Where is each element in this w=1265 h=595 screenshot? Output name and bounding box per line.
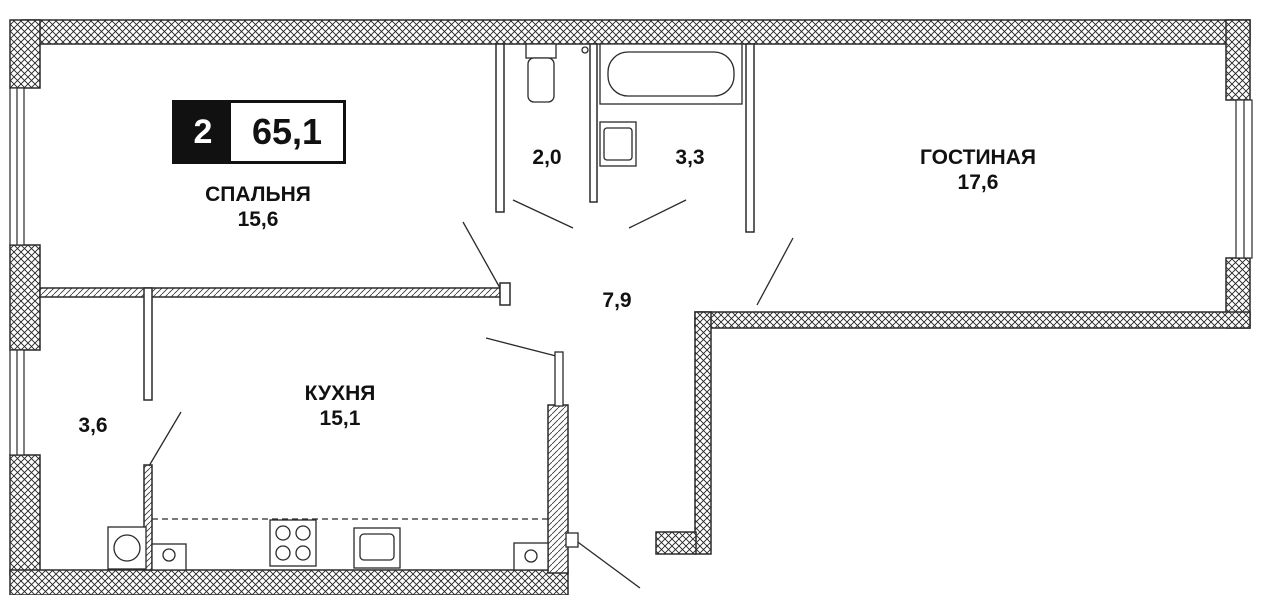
room-name: СПАЛЬНЯ — [205, 183, 311, 206]
wall-left-mid — [9, 244, 41, 351]
wall-entry-stub — [655, 531, 697, 555]
label-kitchen: КУХНЯ 15,1 — [305, 381, 376, 431]
door-bedroom — [462, 221, 501, 289]
door-kitchen — [485, 337, 557, 357]
bathtub-icon — [599, 43, 743, 105]
windows — [9, 87, 1253, 456]
exterior-walls — [9, 19, 1251, 595]
wall-kitchen-right — [547, 404, 569, 574]
total-area: 65,1 — [231, 103, 343, 161]
toilet-icon — [525, 43, 589, 103]
wall-pantry-vertical — [143, 287, 153, 401]
room-area: 7,9 — [602, 289, 632, 312]
room-name: КУХНЯ — [304, 382, 376, 405]
wall-top — [21, 19, 1251, 45]
wall-inner-right — [694, 311, 1251, 329]
label-pantry: 3,6 — [78, 413, 107, 438]
washing-machine-icon — [107, 526, 147, 570]
door-bath — [628, 199, 687, 229]
label-wc: 2,0 — [532, 145, 561, 170]
wall-pantry-lower — [143, 464, 153, 571]
room-area: 15,6 — [237, 208, 279, 231]
wall-right-upper — [1225, 19, 1251, 101]
room-area: 2,0 — [532, 146, 562, 169]
door-living — [756, 237, 794, 306]
room-area: 3,6 — [78, 414, 108, 437]
label-living-room: ГОСТИНАЯ 17,6 — [920, 145, 1036, 195]
boiler-icon — [151, 543, 187, 571]
label-bedroom: СПАЛЬНЯ 15,6 — [205, 182, 311, 232]
apartment-badge: 2 65,1 — [172, 100, 346, 164]
label-bathroom: 3,3 — [675, 145, 704, 170]
wall-left-lower — [9, 454, 41, 576]
room-area: 3,3 — [675, 146, 705, 169]
wall-bedroom-kitchen — [39, 287, 501, 298]
fridge-icon — [513, 542, 549, 571]
label-hallway: 7,9 — [602, 288, 631, 313]
wall-left-upper — [9, 19, 41, 89]
kitchen-sink-icon — [353, 527, 401, 569]
wall-inner-vertical — [694, 311, 712, 555]
door-entry — [574, 539, 641, 589]
wall-bottom — [9, 569, 569, 595]
room-count: 2 — [175, 103, 231, 161]
door-wc — [512, 199, 574, 229]
room-area: 17,6 — [957, 171, 999, 194]
wall-bath-right — [745, 43, 755, 233]
wall-wc-left — [495, 43, 505, 213]
room-name: ГОСТИНАЯ — [920, 146, 1036, 169]
door-pantry — [148, 411, 182, 467]
washbasin-icon — [599, 121, 637, 167]
fixtures — [107, 43, 743, 571]
wall-wc-bath — [589, 43, 598, 203]
stove-icon — [269, 519, 317, 567]
doors — [148, 199, 794, 589]
interior-walls — [39, 43, 755, 574]
room-area: 15,1 — [319, 407, 361, 430]
